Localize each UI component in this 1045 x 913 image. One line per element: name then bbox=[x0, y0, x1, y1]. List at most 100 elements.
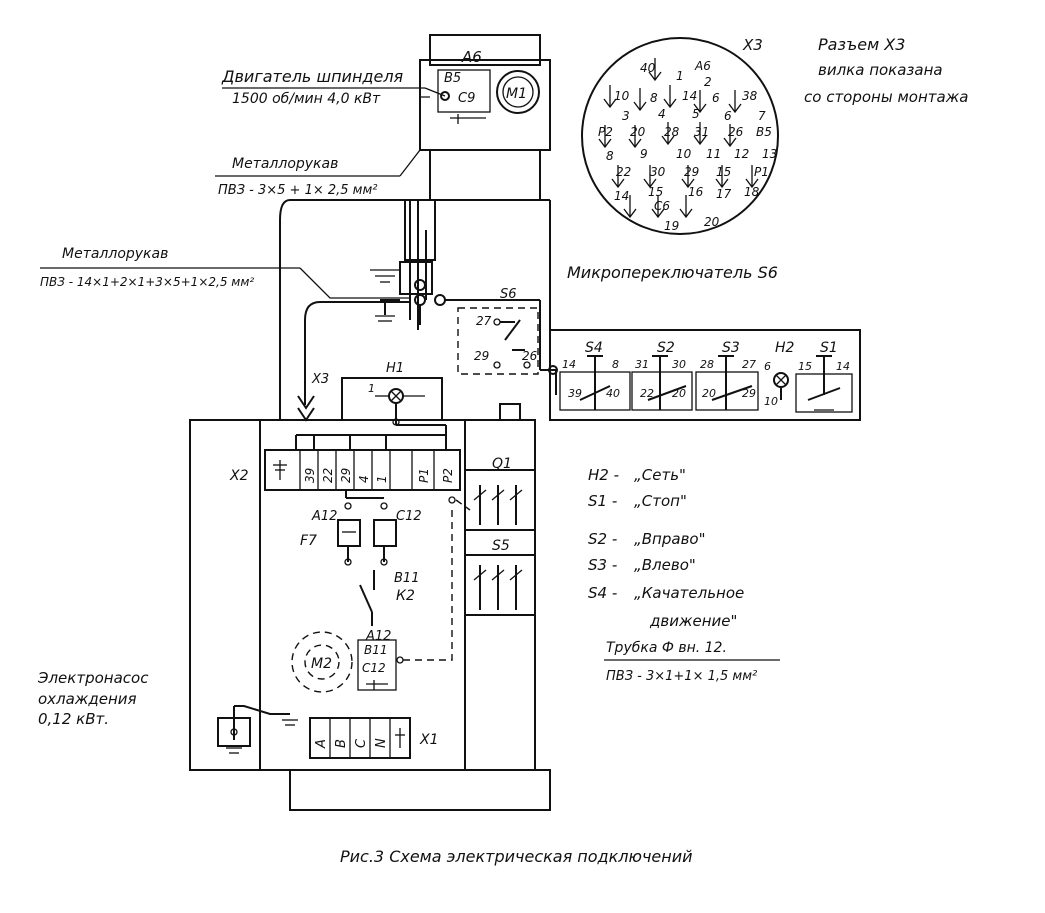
svg-text:8: 8 bbox=[612, 358, 619, 371]
x3-pin-label: 16 bbox=[688, 185, 704, 199]
x3-pin-label: 30 bbox=[650, 165, 666, 179]
x3-pin-label: 1 bbox=[676, 69, 684, 83]
x3-pin-label: 22 bbox=[616, 165, 631, 179]
motor-id: А6 bbox=[461, 48, 482, 66]
s6-pin-27: 27 bbox=[476, 314, 492, 328]
svg-text:39: 39 bbox=[568, 387, 582, 400]
lamp-h1-id: Н1 bbox=[386, 361, 404, 376]
x3-caption-3: со стороны монтажа bbox=[804, 88, 968, 106]
x3-pin-label: 14 bbox=[614, 189, 629, 203]
microswitch-s6: S6 27 29 26 bbox=[457, 287, 539, 375]
lamp-h1-pin: 1 bbox=[368, 382, 375, 395]
svg-text:В11: В11 bbox=[394, 571, 419, 586]
x3-caption-1: Разъем Х3 bbox=[818, 35, 905, 54]
pump-caption-1: Электронасос bbox=[37, 669, 149, 687]
q1-id: Q1 bbox=[492, 456, 512, 472]
svg-text:С12: С12 bbox=[396, 509, 422, 524]
x3-pin-label: В5 bbox=[756, 125, 772, 139]
relay-k2-id: К2 bbox=[396, 588, 415, 604]
x3-pin-label: 20 bbox=[704, 215, 720, 229]
relay-f7: А12 F7 bbox=[300, 502, 361, 566]
motor-terminal-c9: С9 bbox=[458, 91, 475, 106]
terminal-x2: 39 22 29 4 1 Р1 Р2 bbox=[264, 424, 461, 499]
x3-pin-arrow bbox=[693, 90, 707, 114]
spindle-wire-label: ПВЗ - 3×5 + 1× 2,5 мм² bbox=[218, 183, 378, 198]
tube-label: Трубка Ф вн. 12. bbox=[606, 640, 727, 656]
machine-column bbox=[279, 199, 551, 420]
x3-pin-label: 7 bbox=[758, 109, 766, 123]
terminal-x1: А В С N bbox=[309, 717, 411, 759]
svg-text:15: 15 bbox=[798, 360, 812, 373]
x1-id: Х1 bbox=[419, 732, 439, 748]
motor-terminal-b5: В5 bbox=[444, 71, 461, 86]
x3-pin-label: 14 bbox=[682, 89, 697, 103]
main-wire-label: ПВЗ - 14×1+2×1+3×5+1×2,5 мм² bbox=[40, 275, 254, 289]
svg-text:S2: S2 bbox=[657, 340, 675, 356]
svg-text:Р2: Р2 bbox=[441, 468, 455, 483]
x3-pin-arrow bbox=[598, 125, 612, 149]
x3-pin-label: 15 bbox=[716, 165, 731, 179]
x3-pin-arrow bbox=[628, 125, 642, 149]
x3-pin-label: 20 bbox=[630, 125, 646, 139]
x3-pin-arrow bbox=[723, 124, 737, 148]
spindle-motor: А6 В5 С9 М1 bbox=[419, 34, 551, 201]
svg-text:39: 39 bbox=[303, 468, 317, 483]
svg-text:14: 14 bbox=[836, 360, 850, 373]
ground-terminal bbox=[217, 705, 298, 754]
x3-pin-arrow bbox=[603, 85, 617, 109]
x3-pin-label: А6 bbox=[694, 59, 711, 73]
x3-pin-label: 13 bbox=[762, 147, 777, 161]
x3-pin-label: 8 bbox=[606, 149, 614, 163]
microswitch-title: Микропереключатель S6 bbox=[567, 263, 778, 282]
x3-pin-label: 12 bbox=[734, 147, 749, 161]
x3-pin-arrow bbox=[681, 165, 695, 189]
svg-text:30: 30 bbox=[672, 358, 686, 371]
svg-text:27: 27 bbox=[742, 358, 756, 371]
switch-q1: Q1 bbox=[448, 456, 523, 525]
x3-pin-label: 40 bbox=[640, 61, 656, 75]
lamp-h1-block: Н1 1 bbox=[341, 361, 443, 426]
x3-pin-arrow bbox=[679, 195, 693, 219]
x3-pin-label: 11 bbox=[706, 147, 721, 161]
switch-s4: S4 14 8 39 40 bbox=[559, 340, 631, 411]
x3-pin-arrow bbox=[623, 195, 637, 219]
svg-text:„Стоп": „Стоп" bbox=[634, 492, 687, 510]
x3-pin-arrow bbox=[611, 165, 625, 189]
svg-text:S4 -: S4 - bbox=[588, 584, 617, 602]
x3-pin-label: 9 bbox=[640, 147, 648, 161]
x3-pin-label: 29 bbox=[684, 165, 699, 179]
svg-text:29: 29 bbox=[339, 468, 353, 483]
x3-pin-arrow bbox=[715, 165, 729, 189]
x3-pin-label: 6 bbox=[712, 91, 720, 105]
s6-pin-26: 26 bbox=[522, 349, 538, 363]
x3-pin-label: 3 bbox=[622, 109, 630, 123]
x3-pin-label: Р1 bbox=[754, 165, 769, 179]
relay-f7-id: F7 bbox=[300, 533, 317, 549]
x3-pin-label: 10 bbox=[614, 89, 630, 103]
figure-caption: Рис.3 Схема электрическая подключений bbox=[340, 847, 693, 866]
x3-pin-label: 19 bbox=[664, 219, 679, 233]
x3-plug-label: Х3 bbox=[311, 372, 329, 387]
svg-text:А12: А12 bbox=[311, 509, 337, 524]
svg-text:29: 29 bbox=[742, 387, 756, 400]
svg-text:6: 6 bbox=[764, 360, 771, 373]
switch-s1: S1 15 14 bbox=[795, 340, 853, 413]
switch-s2: S2 31 30 22 20 bbox=[631, 340, 693, 411]
svg-text:1: 1 bbox=[375, 475, 389, 483]
pump-caption-3: 0,12 кВт. bbox=[38, 710, 109, 728]
relay-k2: С12 В11 К2 bbox=[373, 502, 422, 604]
x3-title: Х3 bbox=[742, 36, 763, 54]
svg-text:„Влево": „Влево" bbox=[634, 556, 696, 574]
svg-text:Н2 -: Н2 - bbox=[588, 466, 619, 484]
svg-text:Р1: Р1 bbox=[417, 468, 431, 483]
motor-label: Двигатель шпинделя bbox=[221, 67, 404, 86]
svg-text:С12: С12 bbox=[362, 661, 386, 675]
switch-s5: S5 bbox=[473, 538, 523, 610]
svg-text:S1: S1 bbox=[820, 340, 838, 356]
x3-pin-arrow bbox=[663, 85, 677, 109]
x3-pin-label: 5 bbox=[692, 107, 700, 121]
svg-text:40: 40 bbox=[606, 387, 620, 400]
x3-pin-arrow bbox=[745, 165, 759, 189]
